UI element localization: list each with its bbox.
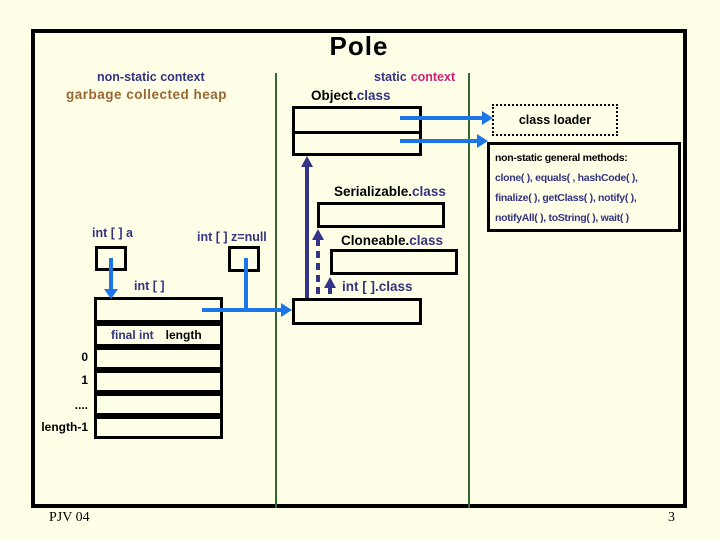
methods-box-title: non-static general methods: xyxy=(495,152,628,164)
serializable-class-label: Serializable.class xyxy=(334,184,446,199)
int-z-label: int [ ] z=null xyxy=(197,230,267,244)
page-number: 3 xyxy=(668,510,675,525)
array-row-label: .... xyxy=(74,398,88,412)
array-row-label: 0 xyxy=(81,350,88,364)
array-row-label: 1 xyxy=(81,373,88,387)
array-row xyxy=(94,347,223,370)
serializable-name: Serializable. xyxy=(334,184,413,199)
method-line: clone( ), equals( , hashCode( ), xyxy=(495,172,638,184)
length-word: length xyxy=(165,328,202,342)
int-array-class-label: int [ ].class xyxy=(342,279,413,294)
serializable-suffix: class xyxy=(412,184,446,199)
cloneable-class-label: Cloneable.class xyxy=(341,233,443,248)
context-word: context xyxy=(410,70,456,84)
arrow-a-to-array xyxy=(109,258,113,291)
final-length-box: final int length xyxy=(94,323,223,347)
column-divider-left xyxy=(275,73,277,508)
arrowhead-right-icon xyxy=(482,111,493,125)
column-divider-right xyxy=(468,73,470,508)
arrowhead-up-icon xyxy=(301,156,313,167)
object-class-box-divider xyxy=(295,131,419,134)
arrow-intclass-to-cloneable-dashed xyxy=(328,287,332,298)
serializable-class-box xyxy=(317,202,445,228)
arrowhead-up-icon xyxy=(324,277,336,288)
array-row xyxy=(94,393,223,416)
non-static-context-label: non-static context xyxy=(97,70,205,84)
garbage-heap-label: garbage collected heap xyxy=(66,87,228,102)
final-int-word: final int xyxy=(111,328,154,342)
object-class-name: Object. xyxy=(311,88,357,103)
cloneable-name: Cloneable. xyxy=(341,233,410,248)
cloneable-suffix: class xyxy=(409,233,444,248)
class-loader-label: class loader xyxy=(518,113,592,127)
slide-frame xyxy=(31,29,687,508)
arrow-intclass-to-serializable-dashed xyxy=(316,239,320,298)
arrowhead-right-icon xyxy=(281,303,292,317)
cloneable-class-box xyxy=(330,249,458,275)
arrowhead-up-icon xyxy=(312,229,324,240)
arrowhead-right-icon xyxy=(477,134,488,148)
arrowhead-down-icon xyxy=(104,289,118,299)
methods-box: non-static general methods: clone( ), eq… xyxy=(487,142,681,232)
object-class-box xyxy=(292,106,422,156)
object-class-suffix: class xyxy=(356,88,391,103)
array-row xyxy=(94,370,223,393)
page-title: Pole xyxy=(329,31,389,61)
object-class-label: Object.class xyxy=(311,88,391,103)
int-array-label: int [ ] xyxy=(134,279,165,293)
class-loader-box: class loader xyxy=(492,104,618,136)
arrow-intclass-to-object xyxy=(305,166,309,298)
line-z-reference xyxy=(244,258,248,312)
int-a-label: int [ ] a xyxy=(92,226,133,240)
arrow-object-to-classloader xyxy=(400,116,484,120)
arrow-object-to-methods xyxy=(400,139,479,143)
int-array-class-box xyxy=(292,298,422,325)
static-word: static xyxy=(374,70,407,84)
method-line: notifyAll( ), toString( ), wait( ) xyxy=(495,212,629,224)
footer-author: PJV 04 xyxy=(49,510,90,525)
array-row xyxy=(94,416,223,439)
method-line: finalize( ), getClass( ), notify( ), xyxy=(495,192,637,204)
array-row-label: length-1 xyxy=(41,420,88,434)
arrow-array-to-class xyxy=(202,308,283,312)
